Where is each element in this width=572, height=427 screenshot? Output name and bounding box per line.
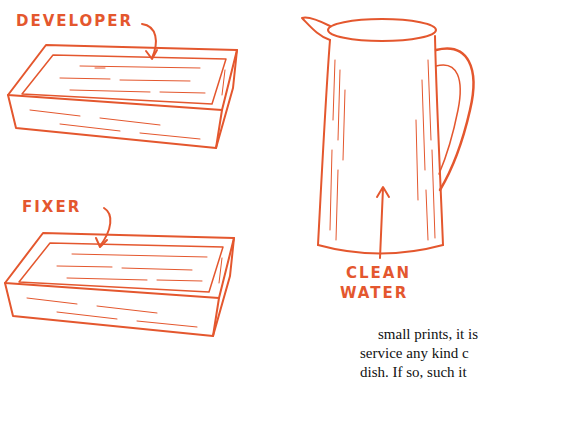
fixer-tray — [5, 233, 234, 336]
pitcher-rim — [328, 19, 436, 41]
tray-rim — [5, 233, 234, 298]
tray-corner — [216, 110, 222, 148]
liquid-hatching — [30, 66, 225, 139]
body-text-line: service any kind c — [360, 344, 469, 362]
pitcher-handle — [436, 49, 473, 190]
arrow-head — [377, 187, 389, 197]
tray-wall — [8, 50, 237, 148]
pitcher-side — [318, 40, 330, 245]
developer-tray — [8, 45, 237, 148]
callout-label: DEVELOPER — [16, 12, 133, 30]
body-text-line: dish. If so, such it — [360, 363, 467, 381]
liquid-hatching — [27, 254, 222, 327]
body-text-line: small prints, it is — [378, 325, 478, 343]
leader-arrows — [96, 24, 389, 258]
tray-inner-rim — [19, 243, 223, 292]
leader-arrow — [142, 24, 156, 58]
tray-corner — [213, 298, 219, 336]
tray-wall — [5, 238, 234, 336]
leader-arrow — [100, 208, 110, 246]
callout-label: FIXER — [22, 198, 81, 216]
pitcher-spout — [302, 17, 330, 40]
leader-arrow — [380, 188, 383, 258]
arrow-head — [96, 238, 107, 247]
tray-rim — [8, 45, 237, 110]
pitcher-handle — [436, 65, 460, 174]
tray-inner-rim — [22, 55, 226, 104]
arrow-head — [146, 50, 157, 59]
pitcher-side — [435, 36, 443, 245]
water-pitcher — [302, 17, 473, 253]
callout-label: CLEAN — [346, 264, 411, 282]
callout-label: WATER — [340, 284, 408, 302]
